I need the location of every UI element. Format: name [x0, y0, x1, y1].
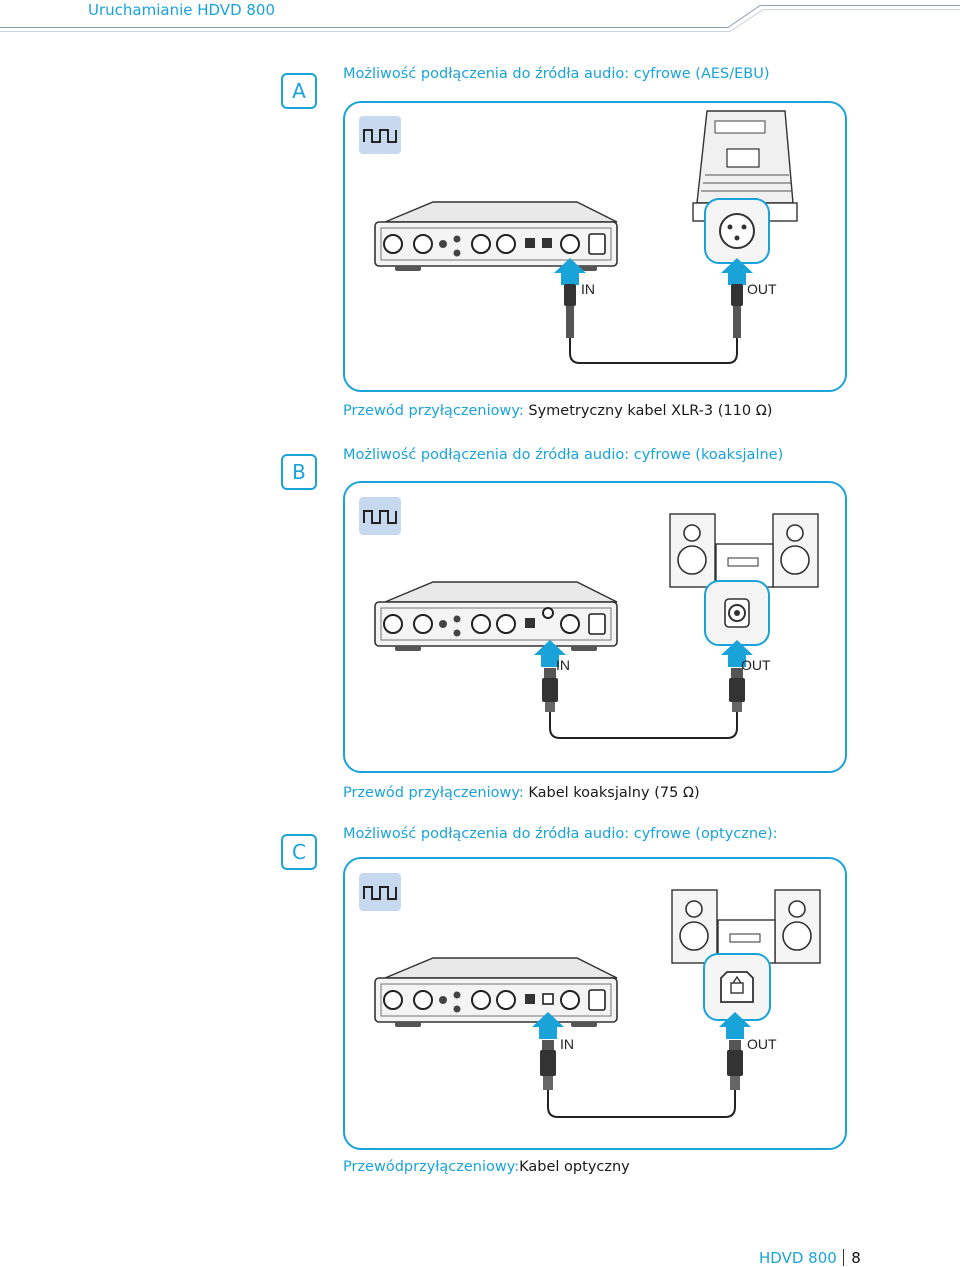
in-arrow-icon [534, 640, 566, 667]
section-a-diagram: IN OUT [359, 110, 798, 364]
section-b-badge: B [281, 454, 317, 490]
cable-label: Przewód przyłączeniowy: [343, 785, 524, 801]
section-c-diagram: IN OUT [359, 873, 821, 1118]
section-a-badge: A [281, 73, 317, 109]
in-arrow-icon [554, 258, 586, 285]
out-label: OUT [747, 1036, 777, 1052]
section-b-panel: IN OUT [343, 481, 847, 773]
section-a-cable: Przewód przyłączeniowy: Symetryczny kabe… [343, 403, 772, 419]
digital-signal-icon [359, 873, 401, 911]
out-label: OUT [741, 657, 771, 673]
footer-model: HDVD 800 [759, 1249, 837, 1267]
out-label: OUT [747, 281, 777, 297]
hdvd800-device-icon [374, 581, 618, 651]
hdvd800-device-icon [374, 201, 618, 271]
xlr-socket-icon [704, 198, 770, 264]
optical-socket-icon [703, 953, 771, 1021]
coaxial-cable-icon [542, 668, 745, 739]
out-arrow-icon [721, 258, 753, 285]
in-label: IN [560, 1036, 574, 1052]
stereo-system-icon [671, 889, 821, 964]
section-a-panel: IN OUT [343, 101, 847, 392]
cable-label: Przewódprzyłączeniowy: [343, 1159, 520, 1175]
page-number: 8 [851, 1249, 861, 1267]
section-c-cable: Przewódprzyłączeniowy:Kabel optyczny [343, 1159, 630, 1175]
cable-value: Kabel optyczny [519, 1159, 630, 1175]
section-b-diagram: IN OUT [359, 497, 819, 739]
section-a-title: Możliwość podłączenia do źródła audio: c… [343, 66, 770, 82]
digital-signal-icon [359, 497, 401, 535]
stereo-system-icon [669, 513, 819, 588]
section-c-badge: C [281, 834, 317, 870]
section-b-cable: Przewód przyłączeniowy: Kabel koaksjalny… [343, 785, 700, 801]
header-title: Uruchamianie HDVD 800 [88, 1, 276, 19]
in-label: IN [556, 657, 570, 673]
xlr-cable-icon [564, 284, 743, 364]
footer-divider [842, 1249, 845, 1266]
header-rule [0, 5, 960, 32]
out-arrow-icon [719, 1012, 751, 1039]
cable-label: Przewód przyłączeniowy: [343, 403, 524, 419]
section-c-title: Możliwość podłączenia do źródła audio: c… [343, 826, 778, 842]
section-c-panel: IN OUT [343, 857, 847, 1150]
section-b-title: Możliwość podłączenia do źródła audio: c… [343, 447, 784, 463]
cable-value: Kabel koaksjalny (75 Ω) [528, 785, 700, 801]
in-arrow-icon [532, 1012, 564, 1039]
out-arrow-icon [721, 640, 753, 667]
page-footer: HDVD 800 8 [759, 1249, 861, 1267]
hdvd800-device-icon [374, 957, 618, 1027]
cable-value: Symetryczny kabel XLR-3 (110 Ω) [528, 403, 773, 419]
optical-cable-icon [540, 1040, 743, 1118]
coaxial-socket-icon [704, 580, 770, 646]
in-label: IN [581, 281, 595, 297]
digital-signal-icon [359, 116, 401, 154]
